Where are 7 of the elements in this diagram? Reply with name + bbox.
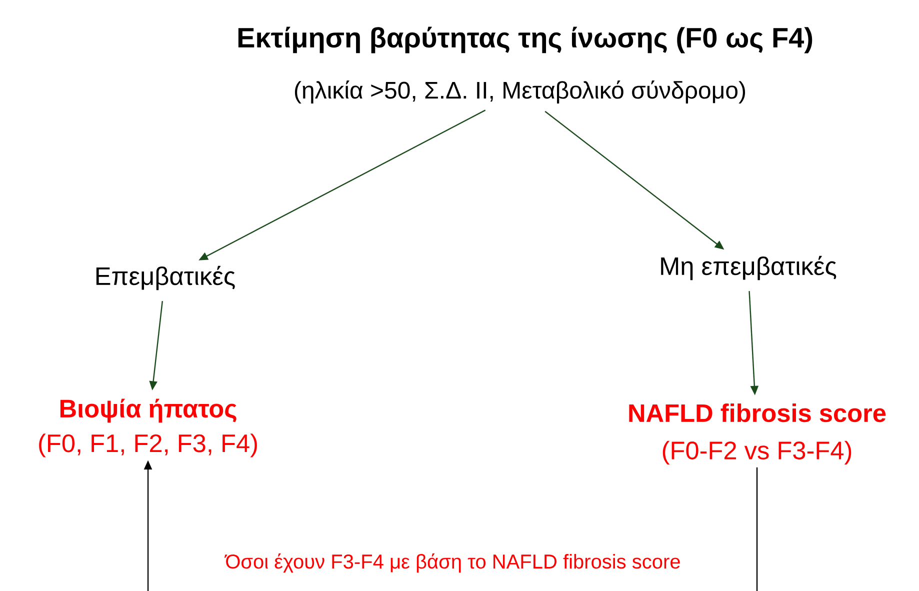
- category-text: Επεμβατικές: [96, 266, 235, 290]
- subtitle-text: (ηλικία >50, Σ.Δ. ΙΙ, Μεταβολικό σύνδρομο): [294, 80, 745, 104]
- category-text: Μη επεμβατικές: [661, 256, 836, 280]
- method-text: NAFLD fibrosis score (F0-F2 vs F3-F4): [629, 404, 886, 464]
- method-text: Βιοψία ήπατος (F0, F1, F2, F3, F4): [39, 398, 257, 458]
- title: Εκτίμηση βαρύτητας της ίνωσης (F0 ως F4): [238, 26, 812, 54]
- edge-label: Όσοι έχουν F3-F4 με βάση το NAFLD fibrosis score: [224, 552, 682, 574]
